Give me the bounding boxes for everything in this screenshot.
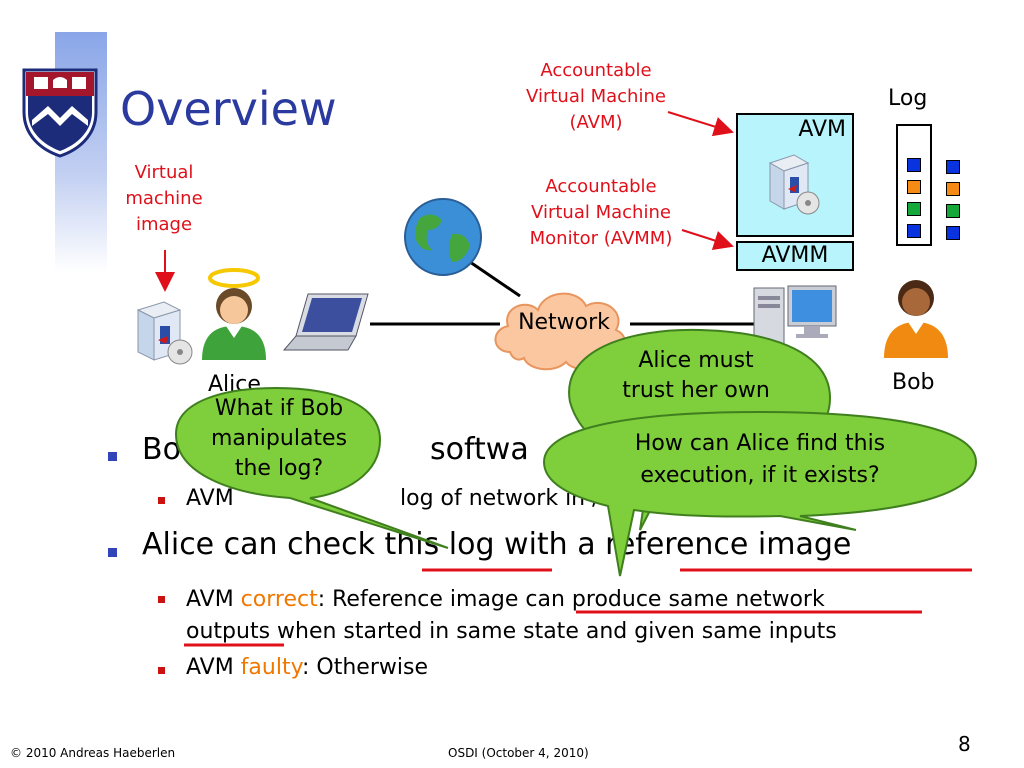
page-number: 8	[958, 732, 971, 756]
log-column	[896, 124, 932, 246]
bullet-marker	[108, 548, 117, 557]
bubble-find-execution	[542, 410, 978, 577]
avmm-callout: Accountable Virtual Machine Monitor (AVM…	[529, 176, 673, 249]
avmm-label: AVMM	[761, 243, 829, 268]
bullet-2-sub-2-text: AVM faulty: Otherwise	[186, 655, 428, 680]
vm-image-callout: Virtual machine image	[125, 162, 203, 235]
bullet-1-text: Bo	[142, 432, 181, 467]
footer-venue: OSDI (October 4, 2010)	[448, 746, 589, 760]
avmm-arrow	[681, 229, 734, 251]
network-cloud-icon	[494, 292, 627, 371]
laptop-icon	[282, 293, 369, 351]
avm-callout: Accountable Virtual Machine (AVM)	[526, 60, 666, 133]
net-line-globe	[469, 260, 521, 298]
sub-bullet-marker	[158, 596, 165, 603]
globe-icon	[404, 198, 482, 276]
bubble-bob-manipulates	[174, 386, 449, 549]
bubble-bob-manipulates-text: What if Bob manipulates the log?	[210, 396, 348, 481]
network-label: Network	[518, 310, 610, 335]
log-copy	[946, 156, 962, 246]
bullet-1-text-tail: softwa	[430, 432, 529, 467]
log-label: Log	[888, 86, 928, 111]
bullet-2-sub-1-text: AVM correct: Reference image can produce…	[186, 587, 837, 644]
bullet-2-text: Alice can check this log with a referenc…	[142, 527, 852, 562]
bubble-alice-trust-text: Alice must trust her own	[622, 348, 770, 403]
avm-software-box-icon	[768, 154, 820, 215]
bubble-find-execution-text: How can Alice find this execution, if it…	[634, 431, 886, 488]
avmm-box: AVMM	[736, 241, 854, 271]
bullet-1-sub-text: AVM	[186, 486, 234, 511]
log-copy-entry	[946, 182, 960, 196]
bob-person-icon	[884, 280, 948, 358]
penn-shield-logo	[22, 68, 98, 158]
log-copy-entry	[946, 226, 960, 240]
alice-person-icon	[202, 268, 266, 360]
bullet-marker	[108, 452, 117, 461]
slide-title: Overview	[120, 82, 337, 136]
log-entry	[907, 158, 921, 172]
bob-label: Bob	[892, 370, 935, 395]
log-copy-entry	[946, 204, 960, 218]
avm-arrow	[667, 111, 734, 137]
avm-box: AVM	[736, 113, 854, 237]
sub-bullet-marker	[158, 667, 165, 674]
log-entry	[907, 180, 921, 194]
footer-copyright: © 2010 Andreas Haeberlen	[10, 746, 176, 760]
log-entry	[907, 202, 921, 216]
log-copy-entry	[946, 160, 960, 174]
avm-label: AVM	[798, 117, 846, 142]
sub-bullet-marker	[158, 497, 165, 504]
log-entry	[907, 224, 921, 238]
software-box-icon	[136, 301, 193, 365]
